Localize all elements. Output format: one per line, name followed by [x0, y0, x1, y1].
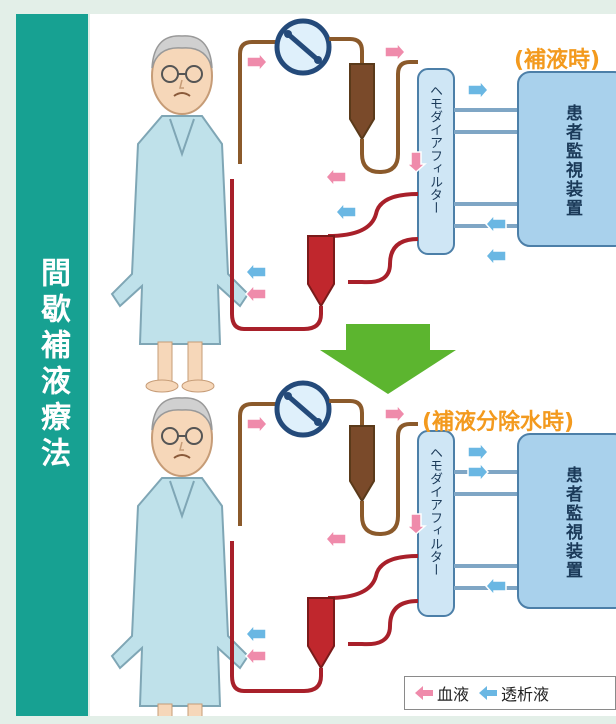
top-patient-figure [111, 34, 249, 394]
legend-dialysate: 透析液 [479, 681, 549, 705]
bottom-patient-figure [111, 396, 249, 716]
top-monitor-label: 患者監視装置 [562, 104, 582, 218]
transition-arrow [320, 324, 456, 394]
legend-blood-label: 血液 [437, 685, 470, 704]
diagram-panel: (補液時) (補液分除水時) ヘモダイアフィルター ヘモダイアフィルター 患者監… [90, 14, 616, 716]
legend-dialysate-label: 透析液 [501, 685, 550, 704]
top-filter-label: ヘモダイアフィルター [427, 84, 442, 214]
diagram-svg [111, 14, 616, 716]
legend-blood: 血液 [415, 681, 469, 705]
sidebar: 間歇補液療法 [16, 14, 88, 716]
sidebar-title-wrap: 間歇補液療法 [16, 14, 88, 716]
bottom-annotation: (補液分除水時) [422, 410, 575, 435]
blood-arrow-icon [415, 686, 433, 700]
top-annotation: (補液時) [514, 48, 601, 73]
bottom-monitor-label: 患者監視装置 [562, 466, 582, 580]
legend: 血液 透析液 [404, 676, 616, 710]
sidebar-title: 間歇補液療法 [35, 257, 70, 473]
dialysate-arrow-icon [479, 686, 498, 700]
bottom-filter-label: ヘモダイアフィルター [427, 446, 442, 576]
